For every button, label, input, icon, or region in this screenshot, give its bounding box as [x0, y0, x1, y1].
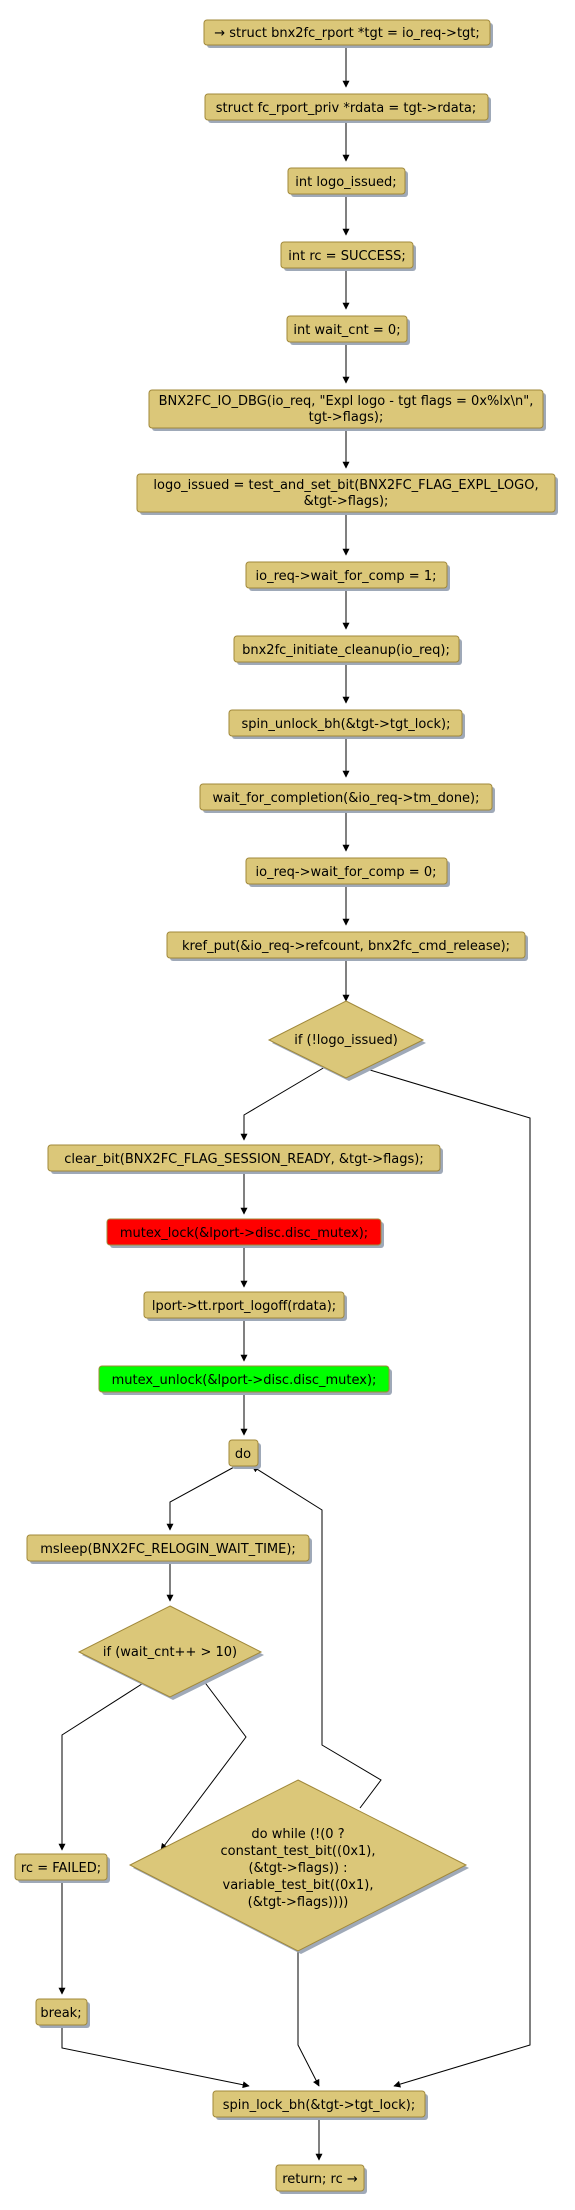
node-do-text: do: [235, 1447, 251, 1462]
node-io-dbg: BNX2FC_IO_DBG(io_req, "Expl logo - tgt f…: [148, 389, 546, 431]
node-msleep: msleep(BNX2FC_RELOGIN_WAIT_TIME);: [26, 1534, 312, 1564]
node-wait-cnt-decl-text: int wait_cnt = 0;: [293, 323, 400, 338]
decision-wait-cnt: if (wait_cnt++ > 10): [77, 1605, 264, 1700]
node-spin-unlock-text: spin_unlock_bh(&tgt->tgt_lock);: [242, 717, 451, 732]
node-do: do: [228, 1439, 261, 1469]
decision-do-while-text-2: constant_test_bit((0x1),: [220, 1844, 375, 1859]
node-test-and-set-bit-text-1: logo_issued = test_and_set_bit(BNX2FC_FL…: [153, 478, 538, 493]
edge-n21-n22: [61, 2025, 250, 2089]
node-initiate-cleanup-text: bnx2fc_initiate_cleanup(io_req);: [242, 643, 450, 658]
node-wait-for-comp-set: io_req->wait_for_comp = 1;: [245, 561, 450, 591]
node-io-dbg-text-1: BNX2FC_IO_DBG(io_req, "Expl logo - tgt f…: [159, 394, 534, 409]
node-break: break;: [35, 1998, 90, 2028]
decision-do-while-text-4: variable_test_bit((0x1),: [223, 1878, 374, 1893]
node-tgt-decl: → struct bnx2fc_rport *tgt = io_req->tgt…: [203, 19, 493, 48]
node-msleep-text: msleep(BNX2FC_RELOGIN_WAIT_TIME);: [40, 1542, 296, 1557]
edge-d2-d3: [160, 1679, 247, 1851]
node-mutex-unlock-text: mutex_unlock(&lport->disc.disc_mutex);: [112, 1373, 377, 1388]
node-kref-put-text: kref_put(&io_req->refcount, bnx2fc_cmd_r…: [182, 939, 510, 954]
node-kref-put: kref_put(&io_req->refcount, bnx2fc_cmd_r…: [166, 931, 528, 961]
node-rc-decl-text: int rc = SUCCESS;: [288, 249, 405, 264]
node-test-and-set-bit: logo_issued = test_and_set_bit(BNX2FC_FL…: [136, 473, 558, 515]
node-wait-for-completion: wait_for_completion(&io_req->tm_done);: [199, 783, 495, 813]
node-clear-bit-text: clear_bit(BNX2FC_FLAG_SESSION_READY, &tg…: [64, 1152, 423, 1167]
edge-n18-n19: [166, 1465, 237, 1531]
node-wait-for-comp-set-text: io_req->wait_for_comp = 1;: [256, 569, 437, 584]
decision-do-while-text-3: (&tgt->flags)) :: [248, 1861, 347, 1876]
node-rport-logoff: lport->tt.rport_logoff(rdata);: [143, 1291, 347, 1321]
node-wait-for-comp-clear: io_req->wait_for_comp = 0;: [245, 857, 450, 887]
node-return: return; rc →: [275, 2164, 367, 2194]
node-break-text: break;: [40, 2006, 81, 2021]
edge-d3-n22: [297, 1951, 320, 2087]
edge-d1-n14: [240, 1066, 326, 1141]
node-mutex-unlock: mutex_unlock(&lport->disc.disc_mutex);: [98, 1365, 392, 1395]
nodes: → struct bnx2fc_rport *tgt = io_req->tgt…: [14, 19, 558, 2194]
decision-logo-issued-text: if (!logo_issued): [294, 1033, 398, 1048]
node-return-text: return; rc →: [282, 2172, 358, 2187]
decision-wait-cnt-text: if (wait_cnt++ > 10): [103, 1645, 237, 1660]
node-wait-for-completion-text: wait_for_completion(&io_req->tm_done);: [212, 791, 479, 806]
node-logo-issued-decl: int logo_issued;: [287, 167, 408, 197]
node-spin-unlock: spin_unlock_bh(&tgt->tgt_lock);: [228, 709, 465, 739]
decision-do-while-text-1: do while (!(0 ?: [251, 1827, 344, 1842]
node-rport-logoff-text: lport->tt.rport_logoff(rdata);: [152, 1299, 336, 1314]
decision-do-while: do while (!(0 ? constant_test_bit((0x1),…: [128, 1779, 469, 1954]
node-rdata-decl-text: struct fc_rport_priv *rdata = tgt->rdata…: [216, 101, 476, 116]
node-clear-bit: clear_bit(BNX2FC_FLAG_SESSION_READY, &tg…: [47, 1144, 443, 1174]
edges: [58, 45, 531, 2161]
node-spin-lock-text: spin_lock_bh(&tgt->tgt_lock);: [223, 2098, 416, 2113]
edge-d2-n20: [58, 1681, 146, 1851]
edge-d1-n22: [359, 1066, 531, 2088]
node-mutex-lock-text: mutex_lock(&lport->disc.disc_mutex);: [120, 1226, 368, 1241]
node-io-dbg-text-2: tgt->flags);: [309, 410, 384, 425]
node-logo-issued-decl-text: int logo_issued;: [295, 175, 396, 190]
decision-do-while-text-5: (&tgt->flags)))): [248, 1895, 349, 1910]
node-wait-for-comp-clear-text: io_req->wait_for_comp = 0;: [256, 865, 437, 880]
node-rdata-decl: struct fc_rport_priv *rdata = tgt->rdata…: [204, 93, 491, 123]
node-mutex-lock: mutex_lock(&lport->disc.disc_mutex);: [106, 1218, 384, 1248]
node-rc-failed: rc = FAILED;: [14, 1853, 110, 1883]
node-spin-lock: spin_lock_bh(&tgt->tgt_lock);: [212, 2090, 428, 2120]
node-rc-decl: int rc = SUCCESS;: [280, 241, 416, 271]
node-rc-failed-text: rc = FAILED;: [21, 1861, 101, 1876]
node-test-and-set-bit-text-2: &tgt->flags);: [304, 494, 389, 509]
decision-logo-issued: if (!logo_issued): [267, 1000, 426, 1081]
edge-d3-n18: [251, 1465, 382, 1809]
node-initiate-cleanup: bnx2fc_initiate_cleanup(io_req);: [233, 635, 462, 665]
node-wait-cnt-decl: int wait_cnt = 0;: [286, 315, 410, 345]
node-tgt-decl-text: → struct bnx2fc_rport *tgt = io_req->tgt…: [214, 26, 480, 41]
